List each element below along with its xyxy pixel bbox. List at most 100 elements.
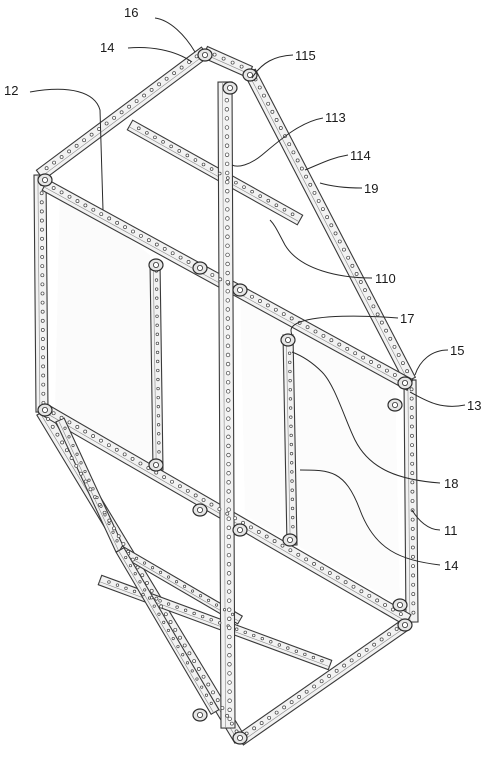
bolt-hole [226, 562, 232, 567]
bolt-hole [99, 212, 104, 217]
leader-lines [29, 17, 466, 566]
bolt-hole [46, 417, 50, 421]
bolt-hole [209, 701, 213, 705]
bolt-hole [185, 153, 190, 158]
bolt-hole [133, 572, 137, 576]
bolt-hole [308, 182, 313, 187]
bolt-hole [185, 661, 190, 665]
bolt-hole [269, 640, 273, 644]
bolt-hole [155, 332, 159, 336]
bolt-hole [224, 143, 230, 148]
joint-top-bore [201, 52, 208, 59]
bolt-hole [177, 484, 182, 489]
bolt-hole [156, 377, 160, 382]
bolt-hole [224, 152, 230, 157]
bolt-hole [288, 388, 292, 392]
bolt-hole [44, 166, 49, 171]
label-115: 115 [295, 48, 316, 63]
bolt-hole [145, 131, 149, 135]
bolt-hole [230, 60, 235, 65]
bolt-hole [361, 355, 366, 360]
label-14-bottom: 14 [444, 558, 458, 573]
bolt-hole [342, 247, 346, 252]
bolt-hole [224, 125, 230, 130]
joint-right-post-bottom-bore [286, 537, 293, 544]
bolt-hole [287, 142, 292, 147]
bolt-hole [249, 525, 253, 530]
joint-left-post-bottom-bore [152, 461, 159, 468]
bolt-hole [204, 693, 209, 697]
bolt-hole [41, 373, 46, 378]
bolt-hole [183, 584, 187, 588]
bolt-hole [164, 76, 169, 81]
bolt-hole [55, 432, 60, 437]
bolt-hole [226, 389, 231, 394]
bolt-hole [40, 318, 45, 323]
bolt-hole [159, 604, 164, 609]
bolt-hole [82, 138, 87, 143]
bolt-hole [200, 685, 204, 689]
bolt-hole [411, 610, 416, 615]
bolt-hole [226, 434, 231, 440]
bolt-hole [192, 659, 197, 664]
bolt-hole [225, 511, 230, 516]
bolt-hole [313, 329, 318, 334]
bolt-hole [319, 679, 324, 684]
label-11: 11 [444, 523, 458, 538]
bolt-hole [67, 420, 72, 425]
bolt-hole [192, 611, 196, 616]
bolt-hole [375, 312, 380, 317]
bolt-hole [206, 682, 211, 687]
bolt-hole [115, 220, 120, 225]
bolt-hole [181, 653, 185, 657]
bolt-hole [51, 411, 56, 416]
bolt-hole [250, 294, 254, 299]
bolt-hole [288, 548, 293, 553]
bolt-hole [329, 338, 334, 343]
bolt-hole [75, 425, 80, 429]
bolt-hole [410, 433, 414, 438]
bolt-hole [193, 158, 198, 162]
bolt-hole [91, 434, 96, 439]
bolt-hole [157, 432, 161, 436]
bolt-hole [396, 353, 401, 357]
joint-lower-center-left-bore [196, 506, 203, 513]
lower-diag-brace-edge [118, 550, 214, 713]
bolt-hole [149, 588, 154, 593]
leader-14b [299, 469, 441, 566]
bolt-hole [410, 443, 414, 448]
bolt-hole [226, 452, 231, 458]
bolt-hole [227, 643, 232, 649]
bolt-hole [59, 155, 64, 159]
bolt-hole [39, 200, 44, 205]
joint-right-lower-bore [396, 602, 403, 609]
bolt-hole [377, 364, 381, 369]
bolt-hole [218, 621, 222, 625]
bolt-hole [225, 325, 231, 330]
joint-bottom-bore [236, 735, 243, 742]
bolt-hole [410, 480, 415, 485]
bolt-hole [75, 199, 80, 203]
bolt-hole [303, 652, 307, 657]
bolt-hole [41, 364, 46, 369]
bolt-hole [221, 56, 226, 61]
bolt-hole [128, 564, 133, 568]
bolt-hole [410, 499, 415, 503]
bolt-hole [359, 589, 364, 594]
bolt-hole [335, 575, 340, 580]
bolt-hole [201, 498, 206, 502]
joint-right-post-top-bore [284, 336, 291, 343]
bolt-hole [225, 198, 230, 203]
bolt-hole [156, 359, 160, 364]
bolt-hole [226, 489, 231, 494]
bolt-holes [39, 52, 416, 736]
bolt-hole [410, 527, 415, 531]
bolt-hole [226, 552, 232, 558]
bolt-hole [130, 457, 135, 461]
bolt-hole [220, 706, 225, 710]
bolt-hole [289, 433, 293, 438]
bolt-hole [71, 443, 75, 448]
bolt-hole [142, 93, 147, 98]
bolt-hole [172, 71, 177, 76]
leader-19 [319, 182, 363, 189]
